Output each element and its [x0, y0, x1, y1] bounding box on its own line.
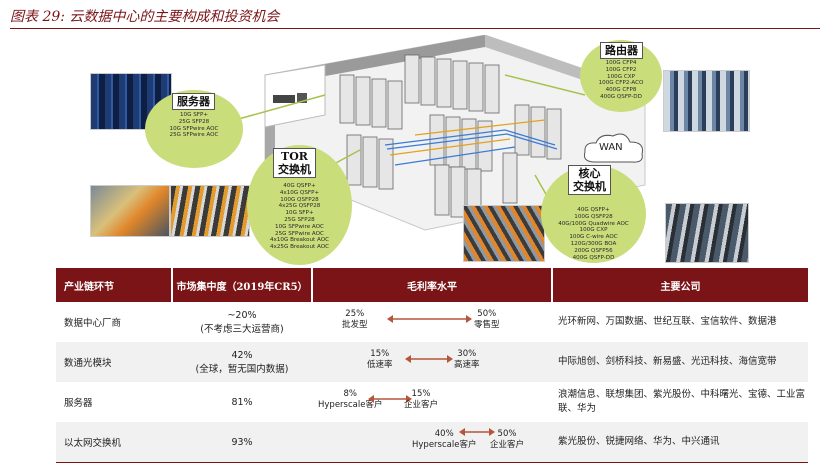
row-concentration: ~20%(不考虑三大运营商) [200, 309, 284, 335]
table-header-row: 产业链环节 市场集中度（2019年CR5） 毛利率水平 主要公司 [56, 268, 808, 302]
server-tag: 服务器 [172, 93, 215, 110]
margin-high: 30%高速率 [454, 349, 480, 370]
margin-low: 25%批发型 [342, 309, 368, 330]
row-segment: 以太网交换机 [56, 422, 172, 463]
datacenter-floor-drawing [234, 35, 646, 231]
wan-label: WAN [599, 142, 623, 153]
router-photo [663, 70, 750, 132]
core-tag: 核心交换机 [568, 165, 611, 195]
core-photo-1 [463, 205, 545, 262]
title-rule [10, 28, 820, 29]
row-margin: 15%低速率 30%高速率 [312, 342, 552, 382]
core-specs: 40G QSFP+100G QSFP28 40G/100G Quadwire A… [558, 207, 629, 261]
row-concentration: 81% [231, 396, 253, 408]
figure-title: 图表 29: 云数据中心的主要构成和投资机会 [10, 9, 280, 25]
header-margin: 毛利率水平 [311, 268, 552, 302]
row-margin: 40%Hyperscale客户 50%企业客户 [312, 422, 552, 463]
core-bubble: 40G QSFP+100G QSFP28 40G/100G Quadwire A… [541, 165, 646, 263]
margin-arrow-icon [405, 355, 453, 363]
margin-high: 50%零售型 [474, 309, 500, 330]
table-row: 服务器 81% 8%Hyperscale客户 15%企业客户 浪潮信息、联想集团… [56, 382, 808, 422]
row-segment: 服务器 [64, 398, 93, 409]
row-margin: 25%批发型 50%零售型 [312, 302, 552, 342]
core-photo-2 [665, 203, 749, 263]
router-tag: 路由器 [600, 42, 643, 59]
margin-high: 50%企业客户 [490, 429, 525, 450]
row-margin: 8%Hyperscale客户 15%企业客户 [312, 382, 552, 422]
margin-low: 40%Hyperscale客户 [412, 429, 477, 450]
table-row: 以太网交换机 93% 40%Hyperscale客户 50%企业客户 紫光股份、… [56, 422, 808, 463]
row-companies: 紫光股份、锐捷网络、华为、中兴通讯 [552, 422, 808, 463]
investment-table: 产业链环节 市场集中度（2019年CR5） 毛利率水平 主要公司 数据中心厂商 … [56, 268, 808, 463]
row-segment: 数据中心厂商 [64, 318, 122, 329]
table-row: 数通光模块 42%(全球，暂无国内数据) 15%低速率 30%高速率 中际旭创、… [56, 342, 808, 382]
row-concentration: 42%(全球，暂无国内数据) [172, 342, 312, 382]
row-concentration: 93% [172, 422, 312, 463]
margin-high: 15%企业客户 [404, 389, 439, 410]
margin-arrow-icon [387, 315, 472, 323]
row-companies: 浪潮信息、联想集团、紫光股份、中科曙光、宝德、工业富联、华为 [558, 389, 806, 414]
row-companies: 中际旭创、剑桥科技、新易盛、光迅科技、海信宽带 [552, 342, 808, 382]
margin-arrow-icon [368, 395, 412, 403]
row-companies: 光环新网、万国数据、世纪互联、宝信软件、数据港 [558, 316, 777, 327]
margin-low: 8%Hyperscale客户 [318, 389, 383, 410]
margin-low: 15%低速率 [367, 349, 393, 370]
header-segment: 产业链环节 [56, 268, 172, 302]
tor-photo-2 [170, 185, 250, 237]
tor-photo-1 [90, 185, 170, 237]
margin-arrow-icon [459, 428, 495, 436]
table-row: 数据中心厂商 ~20%(不考虑三大运营商) 25%批发型 50%零售型 光环新网… [56, 302, 808, 342]
wan-cloud-icon [584, 133, 643, 163]
header-concentration: 市场集中度（2019年CR5） [171, 268, 312, 302]
row-segment: 数通光模块 [56, 342, 172, 382]
header-companies: 主要公司 [551, 268, 808, 302]
